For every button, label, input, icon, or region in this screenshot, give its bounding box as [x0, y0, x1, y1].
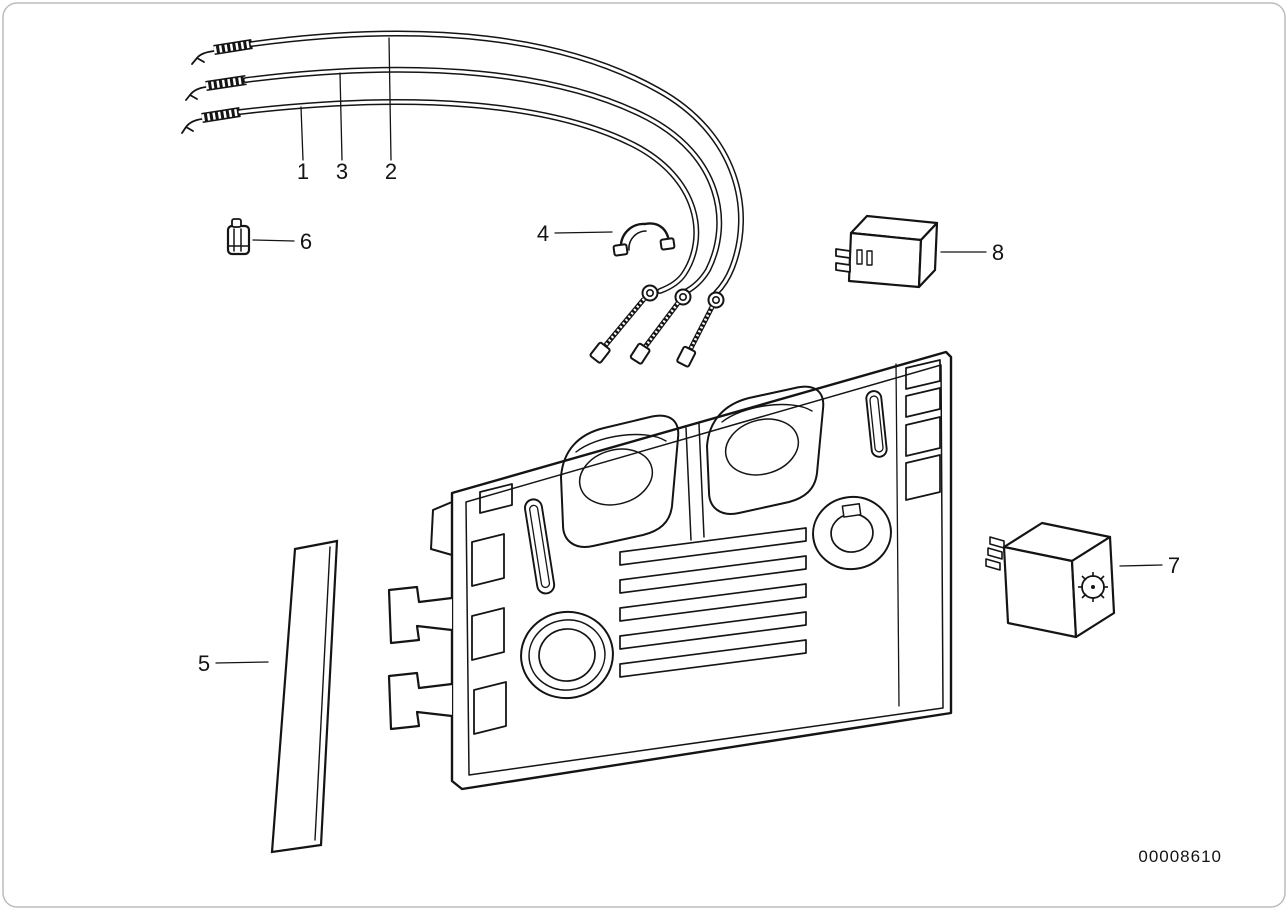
callout-8-label: 8	[992, 240, 1004, 265]
mount-bracket-lower	[387, 671, 454, 731]
callout-7: 7	[1119, 553, 1180, 578]
callout-5-label: 5	[198, 651, 210, 676]
vent-opening-left	[560, 414, 680, 548]
dial-opening	[812, 495, 892, 571]
rotary-knob-icon	[1078, 572, 1108, 602]
slider-slot-left	[524, 498, 556, 595]
trim-strip	[270, 539, 339, 854]
callout-1-label: 1	[297, 159, 309, 184]
vent-opening-right	[706, 385, 825, 515]
callout-4: 4	[537, 221, 613, 246]
vent-slats	[619, 527, 807, 678]
right-edge-windows	[905, 359, 941, 501]
mount-bracket-upper	[387, 585, 454, 645]
callout-6-label: 6	[300, 229, 312, 254]
callout-5: 5	[198, 651, 269, 676]
relay	[835, 214, 939, 289]
callout-1: 1	[297, 106, 309, 184]
cable-end-clip	[226, 218, 251, 256]
callout-6: 6	[252, 229, 312, 254]
callout-2-label: 2	[385, 159, 397, 184]
callout-3: 3	[336, 72, 348, 184]
slider-slot-right	[865, 390, 888, 458]
round-opening	[520, 610, 614, 700]
cable-1	[181, 99, 700, 364]
control-panel	[387, 350, 953, 791]
callout-8: 8	[940, 240, 1004, 265]
cable-clamp	[612, 222, 676, 257]
callout-7-label: 7	[1168, 553, 1180, 578]
callout-4-label: 4	[537, 221, 549, 246]
callout-2: 2	[385, 37, 397, 184]
callout-3-label: 3	[336, 159, 348, 184]
drawing-number: 00008610	[1138, 847, 1222, 866]
cable-2	[191, 30, 744, 368]
cable-3	[185, 66, 723, 365]
rotary-switch	[985, 521, 1116, 639]
